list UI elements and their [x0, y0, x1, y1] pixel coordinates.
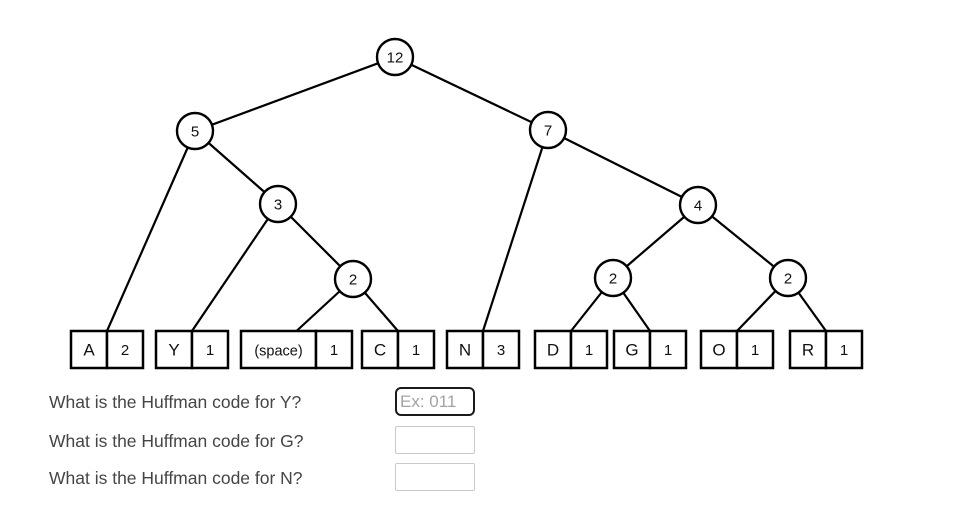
tree-node-n12: 12: [375, 37, 415, 77]
node-label: 7: [544, 123, 552, 140]
node-label: 2: [349, 272, 357, 289]
tree-node-n2b: 2: [593, 258, 633, 298]
leaf-symbol: C: [374, 341, 386, 360]
tree-edge: [105, 130, 197, 332]
huffman-code-input-y[interactable]: [395, 387, 475, 416]
question-label-n: What is the Huffman code for N?: [49, 468, 303, 488]
leaf-count: 1: [330, 342, 338, 359]
tree-leaf-space: (space) 1: [239, 329, 354, 370]
leaf-symbol: R: [802, 341, 814, 360]
leaf-count: 1: [751, 342, 759, 359]
leaf-symbol: G: [625, 341, 638, 360]
leaf-count: 1: [206, 342, 214, 359]
tree-edge: [481, 129, 550, 332]
tree-node-n7: 7: [528, 110, 568, 150]
huffman-code-input-g[interactable]: [395, 426, 475, 454]
tree-edge: [191, 203, 279, 332]
huffman-code-input-n[interactable]: [395, 463, 475, 491]
node-label: 2: [609, 271, 617, 288]
question-label-y: What is the Huffman code for Y?: [49, 392, 302, 412]
tree-edge: [547, 129, 699, 206]
leaf-symbol: O: [712, 341, 725, 360]
leaf-symbol: (space): [254, 344, 302, 360]
leaf-count: 1: [585, 342, 593, 359]
leaf-symbol: A: [83, 341, 95, 360]
leaf-symbol: Y: [168, 341, 179, 360]
leaf-count: 1: [664, 342, 672, 359]
tree-edge: [697, 204, 789, 279]
tree-node-n5: 5: [175, 111, 215, 151]
leaf-symbol: N: [459, 341, 471, 360]
node-label: 12: [387, 50, 404, 67]
leaf-symbol: D: [547, 341, 559, 360]
tree-node-n4: 4: [678, 185, 718, 225]
leaf-count: 1: [840, 342, 848, 359]
leaf-count: 3: [497, 342, 505, 359]
leaf-count: 1: [412, 342, 420, 359]
tree-node-n3: 3: [258, 184, 298, 224]
tree-edge: [194, 55, 396, 133]
node-label: 4: [694, 198, 702, 215]
node-label: 2: [784, 271, 792, 288]
leaf-count: 2: [121, 342, 129, 359]
node-label: 5: [191, 124, 199, 141]
question-label-g: What is the Huffman code for G?: [49, 431, 304, 451]
tree-edge: [394, 56, 549, 131]
tree-node-n2a: 2: [333, 259, 373, 299]
node-label: 3: [274, 197, 282, 214]
tree-node-n2c: 2: [768, 258, 808, 298]
